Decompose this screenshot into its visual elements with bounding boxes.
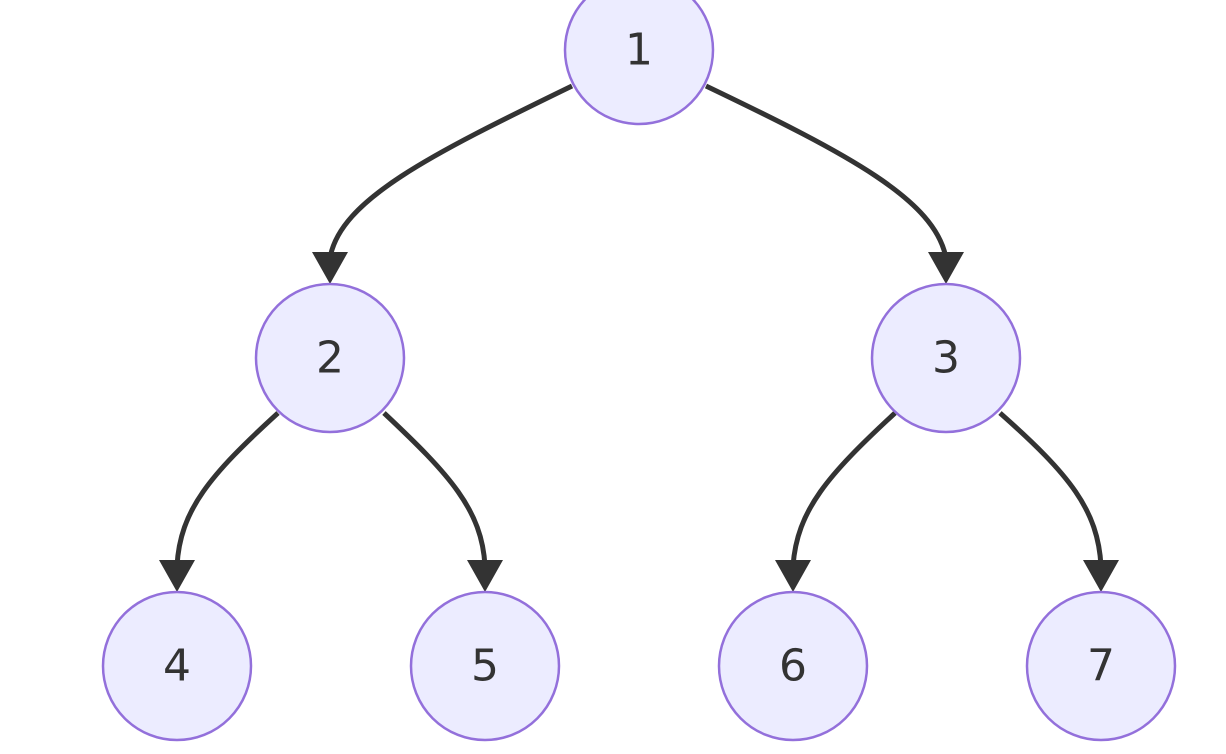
node-circle-4 bbox=[101, 590, 253, 742]
node-circle-1 bbox=[563, 0, 715, 126]
arrowhead-edge-2-5 bbox=[467, 560, 503, 592]
tree-node-3: 3 bbox=[870, 282, 1022, 434]
arrowhead-edge-1-2 bbox=[312, 252, 348, 284]
node-circle-2 bbox=[254, 282, 406, 434]
arrowhead-edge-1-3 bbox=[928, 252, 964, 284]
edge-2-4 bbox=[174, 411, 280, 567]
edge-1-3 bbox=[704, 83, 949, 259]
node-circle-5 bbox=[409, 590, 561, 742]
node-circle-7 bbox=[1025, 590, 1177, 742]
node-label-2: 2 bbox=[316, 333, 344, 384]
tree-node-7: 7 bbox=[1025, 590, 1177, 742]
node-label-7: 7 bbox=[1087, 641, 1115, 692]
node-circle-6 bbox=[717, 590, 869, 742]
tree-node-4: 4 bbox=[101, 590, 253, 742]
node-label-4: 4 bbox=[163, 641, 191, 692]
edges bbox=[159, 83, 1119, 592]
node-label-3: 3 bbox=[932, 333, 960, 384]
edge-3-7 bbox=[998, 411, 1104, 567]
arrowhead-edge-3-6 bbox=[775, 560, 811, 592]
node-circle-3 bbox=[870, 282, 1022, 434]
edge-3-6 bbox=[790, 411, 897, 567]
tree-node-5: 5 bbox=[409, 590, 561, 742]
arrowhead-edge-2-4 bbox=[159, 560, 195, 592]
tree-node-2: 2 bbox=[254, 282, 406, 434]
arrowhead-edge-3-7 bbox=[1083, 560, 1119, 592]
node-label-6: 6 bbox=[779, 641, 807, 692]
node-label-5: 5 bbox=[471, 641, 499, 692]
edge-1-2 bbox=[327, 83, 574, 259]
nodes: 1 2 3 4 5 6 7 bbox=[101, 0, 1177, 742]
tree-node-1: 1 bbox=[563, 0, 715, 126]
edge-2-5 bbox=[382, 411, 488, 567]
tree-node-6: 6 bbox=[717, 590, 869, 742]
node-label-1: 1 bbox=[625, 25, 653, 76]
